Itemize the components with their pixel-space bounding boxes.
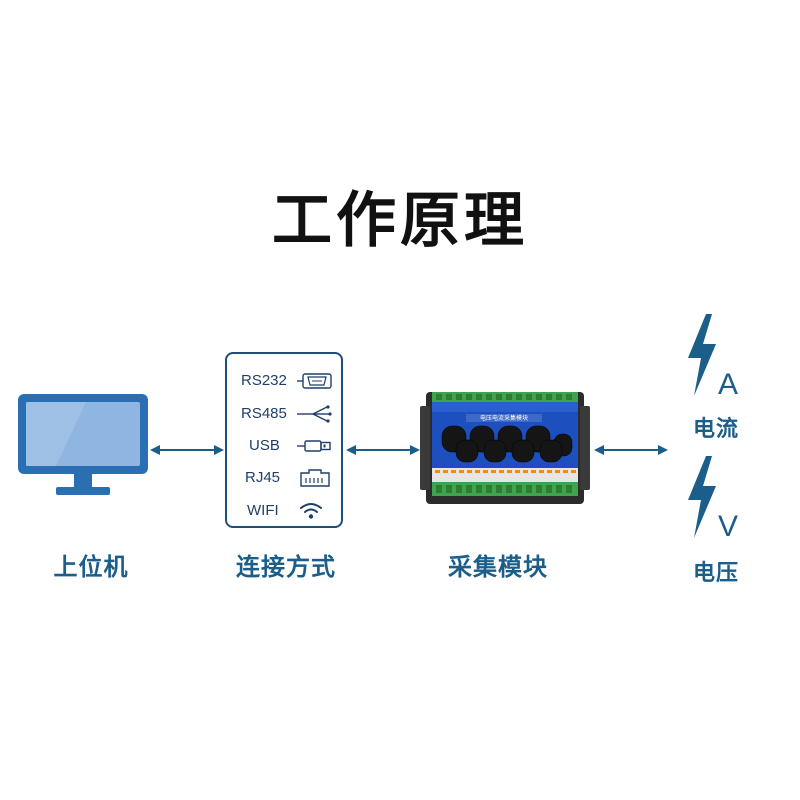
usb-plug-icon <box>297 440 331 452</box>
ethernet-port-icon <box>300 469 330 487</box>
bidirectional-arrow <box>594 445 668 455</box>
current-letter: A <box>718 368 739 401</box>
wire-split-icon <box>297 405 332 423</box>
current-caption: 电流 <box>692 417 739 442</box>
bidirectional-arrow <box>346 445 420 455</box>
connection-caption: 连接方式 <box>236 553 336 581</box>
lightning-bolt-icon <box>688 314 716 396</box>
module-caption: 采集模块 <box>448 553 548 581</box>
connection-item-rs485: RS485 <box>227 403 341 425</box>
connection-label: RS232 <box>241 372 287 389</box>
acquisition-module-image: 电压电流采集模块 <box>420 392 590 504</box>
connection-panel: RS232 RS485 USB RJ45 <box>225 352 343 528</box>
connection-label: WIFI <box>247 502 279 519</box>
bidirectional-arrow <box>150 445 224 455</box>
voltage-caption: 电压 <box>692 561 739 586</box>
lightning-bolt-icon <box>688 456 716 538</box>
page-title: 工作原理 <box>272 186 528 256</box>
connection-item-wifi: WIFI <box>227 500 341 522</box>
connection-item-rj45: RJ45 <box>227 467 341 489</box>
connection-item-rs232: RS232 <box>227 370 341 392</box>
module-device-title: 电压电流采集模块 <box>480 414 528 422</box>
wifi-icon <box>300 503 322 519</box>
connection-label: RJ45 <box>245 469 281 486</box>
voltage-letter: V <box>718 510 739 543</box>
monitor-icon <box>18 394 148 495</box>
connection-label: RS485 <box>241 405 287 422</box>
host-caption: 上位机 <box>53 553 129 581</box>
db9-connector-icon <box>297 373 332 389</box>
connection-label: USB <box>249 437 280 454</box>
connection-item-usb: USB <box>227 435 341 457</box>
